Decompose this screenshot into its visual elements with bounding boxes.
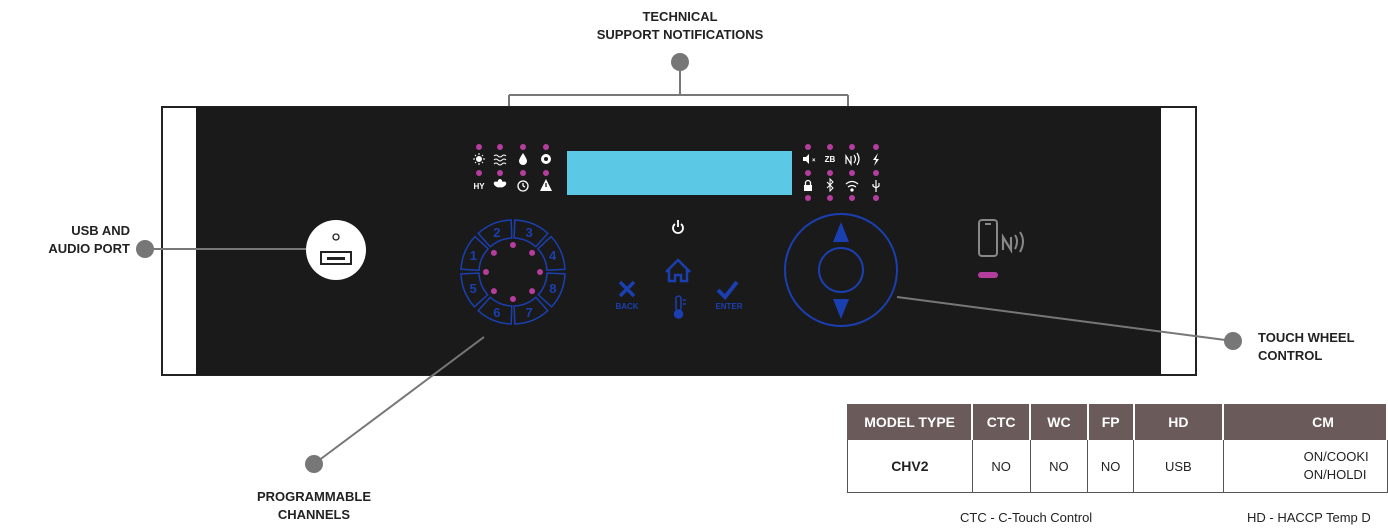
channel-led [529,288,536,295]
channel-button-6[interactable] [477,296,513,325]
sun-icon [473,153,485,165]
header-fp: FP [1087,404,1135,440]
channel-led [510,296,516,302]
channel-led [537,269,543,275]
wheel-up-arrow[interactable] [833,222,849,242]
cell-cm-line2: ON/HOLDI [1303,467,1367,482]
power-bolt-icon [873,153,879,166]
warning-icon [540,179,552,191]
channel-button-8[interactable] [537,272,566,308]
channel-led [529,249,536,256]
thermometer-icon[interactable] [673,295,687,319]
cell-wc: NO [1029,439,1089,493]
timer-icon [517,180,529,192]
power-icon[interactable] [672,220,684,234]
technical-callout-line2: SUPPORT NOTIFICATIONS [596,27,764,42]
channel-label-1: 1 [470,248,477,263]
channel-button-4[interactable] [536,235,566,272]
channel-led [490,288,497,295]
svg-text:×: × [812,158,816,164]
mute-icon: × [803,154,816,164]
channel-button-7[interactable] [513,296,549,325]
channel-button-3[interactable] [513,219,549,248]
header-model-type: MODEL TYPE [847,404,974,440]
nfc-led [978,272,998,278]
header-ctc: CTC [971,404,1032,440]
cell-ctc: NO [971,439,1031,493]
channel-led [490,249,497,256]
legend-hd: HD - HACCP Temp D [1247,510,1371,525]
channel-button-1[interactable] [460,235,490,272]
header-hd: HD [1133,404,1225,440]
fan-icon [493,179,507,188]
technical-support-callout: TECHNICAL SUPPORT NOTIFICATIONS [580,8,780,44]
hy-icon: HY [473,182,485,191]
back-button[interactable]: BACK [615,280,639,311]
touch-callout-line1: TOUCH WHEEL [1258,330,1355,345]
channel-label-6: 6 [493,305,500,320]
touch-wheel[interactable] [784,213,898,327]
touch-wheel-leader [896,296,1242,350]
bluetooth-icon [826,177,834,193]
cell-cm: ON/COOKI ON/HOLDI [1222,439,1388,493]
channel-label-3: 3 [525,225,532,240]
channel-led [483,269,489,275]
right-status-leds [805,144,879,201]
usb-symbol-icon [872,180,880,192]
zigbee-icon: ZB [825,155,836,164]
water-drop-icon [519,153,527,165]
channel-button-5[interactable] [460,272,489,308]
usb-audio-port[interactable] [306,220,366,280]
channels-callout: PROGRAMMABLE CHANNELS [214,488,414,524]
model-spec-table: MODEL TYPE CTC WC FP HD CM CHV2 NO NO NO… [847,404,1388,493]
usb-callout-line1: USB AND [71,223,130,238]
cell-fp: NO [1087,439,1135,493]
lcd-display [567,151,792,195]
phone-nfc-icon [978,219,1024,257]
channels-callout-line1: PROGRAMMABLE [256,489,372,504]
humidity-waves-icon [493,154,507,166]
left-status-leds [476,144,549,176]
home-icon[interactable] [665,258,691,283]
technical-callout-line1: TECHNICAL [642,9,718,24]
channel-label-4: 4 [549,248,557,263]
back-label: BACK [615,302,638,311]
channel-label-2: 2 [493,225,500,240]
cell-hd: USB [1133,439,1224,493]
enter-label: ENTER [715,302,742,311]
wheel-down-arrow[interactable] [833,299,849,319]
nfc-icon [845,152,860,167]
channels-callout-line2: CHANNELS [277,507,351,522]
touch-callout-line2: CONTROL [1258,348,1323,363]
table-row: CHV2 NO NO NO USB ON/COOKI ON/HOLDI [847,439,1388,493]
wifi-icon [845,180,859,192]
cell-model: CHV2 [847,439,973,493]
channel-led [510,242,516,248]
touch-wheel-callout: TOUCH WHEEL CONTROL [1258,329,1386,365]
legend-ctc: CTC - C-Touch Control [960,510,1093,525]
enter-button[interactable]: ENTER [715,280,743,311]
channel-label-7: 7 [525,305,532,320]
table-header-row: MODEL TYPE CTC WC FP HD CM [847,404,1388,440]
usb-leader [136,240,306,258]
channel-buttons: 1 2 3 4 5 6 7 8 [460,219,566,325]
channel-button-2[interactable] [477,219,513,248]
channel-label-8: 8 [549,281,556,296]
usb-callout-line2: AUDIO PORT [48,241,130,256]
channels-leader [305,336,485,473]
gear-icon [541,154,551,164]
usb-callout: USB AND AUDIO PORT [12,222,130,258]
cell-cm-line1: ON/COOKI [1303,449,1369,464]
channel-label-5: 5 [470,281,477,296]
header-wc: WC [1029,404,1089,440]
technical-callout-dot [671,53,689,71]
header-cm: CM [1222,404,1388,440]
lock-icon [804,179,812,191]
